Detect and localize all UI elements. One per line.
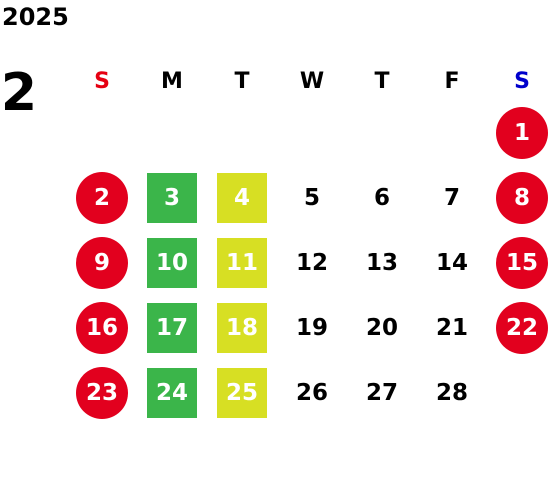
day-number[interactable]: 13 [365,249,398,276]
weekday-label: T [234,68,250,94]
day-number[interactable]: 22 [496,301,548,354]
day-number[interactable]: 4 [217,172,267,223]
week-row: 16 17 18 19 20 21 22 [67,295,548,360]
day-number[interactable]: 16 [76,301,128,354]
day-cell[interactable]: 23 [67,360,137,425]
day-cell[interactable]: 1 [487,100,548,165]
day-number[interactable]: 15 [496,236,548,289]
day-cell [277,100,347,165]
day-cell[interactable]: 28 [417,360,487,425]
day-number[interactable]: 5 [303,184,320,211]
day-number[interactable]: 17 [147,302,197,353]
day-number[interactable]: 7 [443,184,460,211]
day-cell[interactable]: 20 [347,295,417,360]
day-number[interactable]: 8 [496,171,548,224]
day-cell[interactable]: 16 [67,295,137,360]
weekday-cell: W [277,62,347,100]
day-cell[interactable]: 4 [207,165,277,230]
day-cell [207,100,277,165]
day-number[interactable]: 11 [217,237,267,288]
weekday-label: F [444,68,460,94]
day-cell[interactable]: 11 [207,230,277,295]
day-cell[interactable]: 12 [277,230,347,295]
day-number[interactable]: 14 [435,249,468,276]
day-cell[interactable]: 22 [487,295,548,360]
day-number[interactable]: 18 [217,302,267,353]
day-cell[interactable]: 6 [347,165,417,230]
day-cell[interactable]: 3 [137,165,207,230]
weekday-label: T [374,68,390,94]
day-cell[interactable]: 14 [417,230,487,295]
day-number[interactable]: 6 [373,184,390,211]
day-cell[interactable]: 9 [67,230,137,295]
day-number[interactable]: 25 [217,367,267,418]
day-cell [417,100,487,165]
day-cell [67,100,137,165]
day-cell[interactable]: 24 [137,360,207,425]
day-cell[interactable]: 27 [347,360,417,425]
day-cell[interactable]: 25 [207,360,277,425]
weekday-label: W [299,68,325,94]
day-number[interactable]: 21 [435,314,468,341]
day-number[interactable]: 26 [295,379,328,406]
week-row: 1 [67,100,548,165]
day-cell[interactable]: 17 [137,295,207,360]
day-number[interactable]: 1 [496,106,548,159]
day-cell[interactable]: 19 [277,295,347,360]
day-cell[interactable]: 8 [487,165,548,230]
weekday-cell: F [417,62,487,100]
day-cell [487,360,548,425]
weekday-label: M [161,68,183,94]
day-number[interactable]: 2 [76,171,128,224]
day-number[interactable]: 3 [147,172,197,223]
day-cell[interactable]: 7 [417,165,487,230]
day-cell[interactable]: 13 [347,230,417,295]
week-row: 9 10 11 12 13 14 15 [67,230,548,295]
day-cell[interactable]: 2 [67,165,137,230]
day-number[interactable]: 20 [365,314,398,341]
day-cell[interactable]: 5 [277,165,347,230]
weekday-label: S [94,68,110,94]
day-number[interactable]: 12 [295,249,328,276]
weekday-cell: S [487,62,548,100]
weekday-cell: T [207,62,277,100]
day-number[interactable]: 19 [295,314,328,341]
weekday-cell: M [137,62,207,100]
day-cell[interactable]: 10 [137,230,207,295]
day-cell [347,100,417,165]
day-number[interactable]: 28 [435,379,468,406]
weekday-cell: S [67,62,137,100]
day-number[interactable]: 9 [76,236,128,289]
calendar-year: 2025 [2,3,69,31]
day-cell[interactable]: 21 [417,295,487,360]
day-cell[interactable]: 26 [277,360,347,425]
day-cell [137,100,207,165]
weekday-cell: T [347,62,417,100]
calendar-month: 2 [0,63,38,123]
day-cell[interactable]: 18 [207,295,277,360]
day-number[interactable]: 24 [147,367,197,418]
day-number[interactable]: 23 [76,366,128,419]
day-cell[interactable]: 15 [487,230,548,295]
day-number[interactable]: 27 [365,379,398,406]
weekday-label: S [514,68,530,94]
day-number[interactable]: 10 [147,237,197,288]
week-row: 23 24 25 26 27 28 [67,360,548,425]
